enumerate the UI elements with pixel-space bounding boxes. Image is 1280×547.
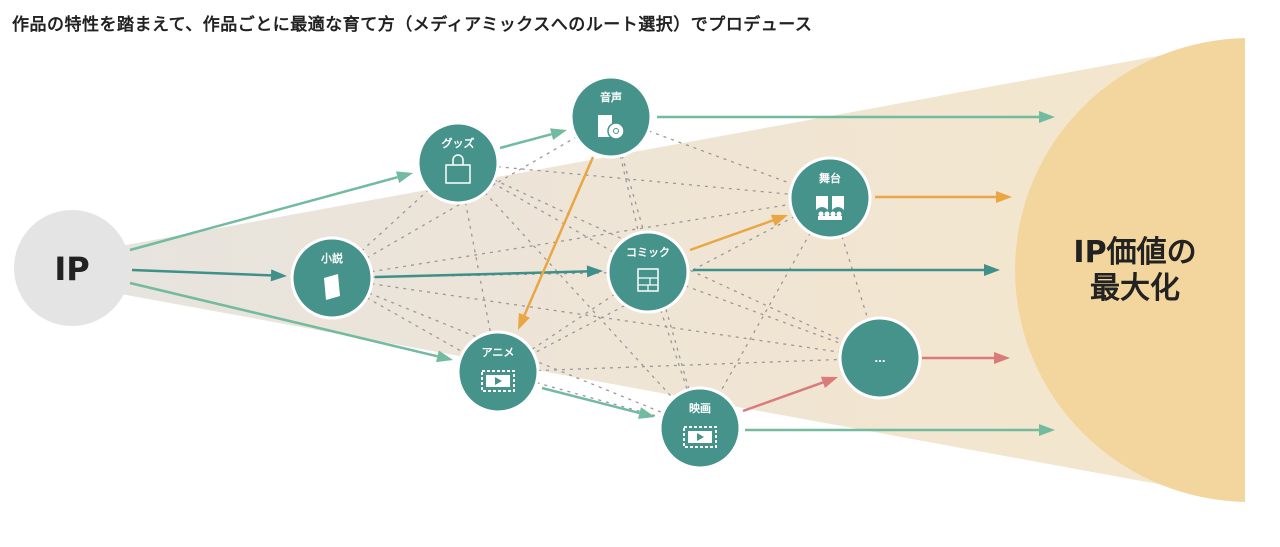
arrow-ip-novel (131, 268, 287, 282)
node-more: … (838, 316, 922, 400)
node-label-goods: グッズ (442, 136, 475, 150)
arrow-anime-film (541, 386, 655, 419)
arrow-film-goal (745, 424, 1055, 436)
dashed-link-comic-anime (497, 271, 649, 373)
arrow-film-more (742, 376, 838, 413)
node-audio: 音声 (569, 75, 653, 159)
node-label-film: 映画 (689, 401, 711, 415)
arrow-novel-comic (374, 265, 603, 279)
node-goods: グッズ (416, 121, 500, 205)
node-label-more: … (875, 352, 886, 365)
arrow-stage-goal (875, 191, 1012, 203)
media-nodes: IP 小説 グッズ 音声舞台コミックアニメ映画 … (14, 75, 922, 470)
anime-icon (481, 370, 515, 392)
node-label-comic: コミック (626, 246, 670, 259)
node-label-audio: 音声 (600, 90, 622, 104)
goods-icon (445, 154, 471, 184)
film-icon (683, 426, 717, 448)
arrow-audio-anime (518, 156, 595, 330)
arrow-more-goal (922, 352, 1010, 364)
novel-icon (324, 274, 340, 300)
arrow-goods-audio (499, 128, 567, 150)
goal-circle (1015, 38, 1245, 502)
node-film: 映画 (658, 386, 742, 470)
ip-label: IP (54, 250, 89, 288)
route-arrows (129, 111, 1055, 436)
goal-line1: IP価値の (1073, 235, 1196, 270)
node-anime: アニメ (456, 330, 540, 414)
dashed-link-goods-stage (457, 162, 831, 199)
page-title: 作品の特性を踏まえて、作品ごとに最適な育て方（メディアミックスへのルート選択）で… (12, 15, 813, 35)
arrow-comic-goal (693, 264, 1000, 276)
arrow-audio-goal (657, 111, 1055, 123)
dashed-link-stage-anime (497, 197, 831, 373)
node-comic: コミック (606, 230, 690, 314)
node-label-novel: 小説 (320, 251, 343, 265)
dashed-link-novel-film (331, 277, 701, 429)
stage-icon (816, 196, 844, 220)
node-novel: 小説 (290, 236, 374, 320)
node-label-anime: アニメ (482, 346, 515, 359)
ip-node: IP (14, 210, 130, 326)
arrow-ip-goods (129, 171, 413, 252)
arrow-ip-anime (129, 281, 453, 363)
node-stage: 舞台 (788, 156, 872, 240)
node-label-stage: 舞台 (819, 171, 841, 185)
arrow-comic-stage (689, 214, 788, 252)
goal-line2: 最大化 (1090, 271, 1180, 306)
comic-icon (637, 268, 659, 292)
audio-icon (598, 115, 625, 140)
